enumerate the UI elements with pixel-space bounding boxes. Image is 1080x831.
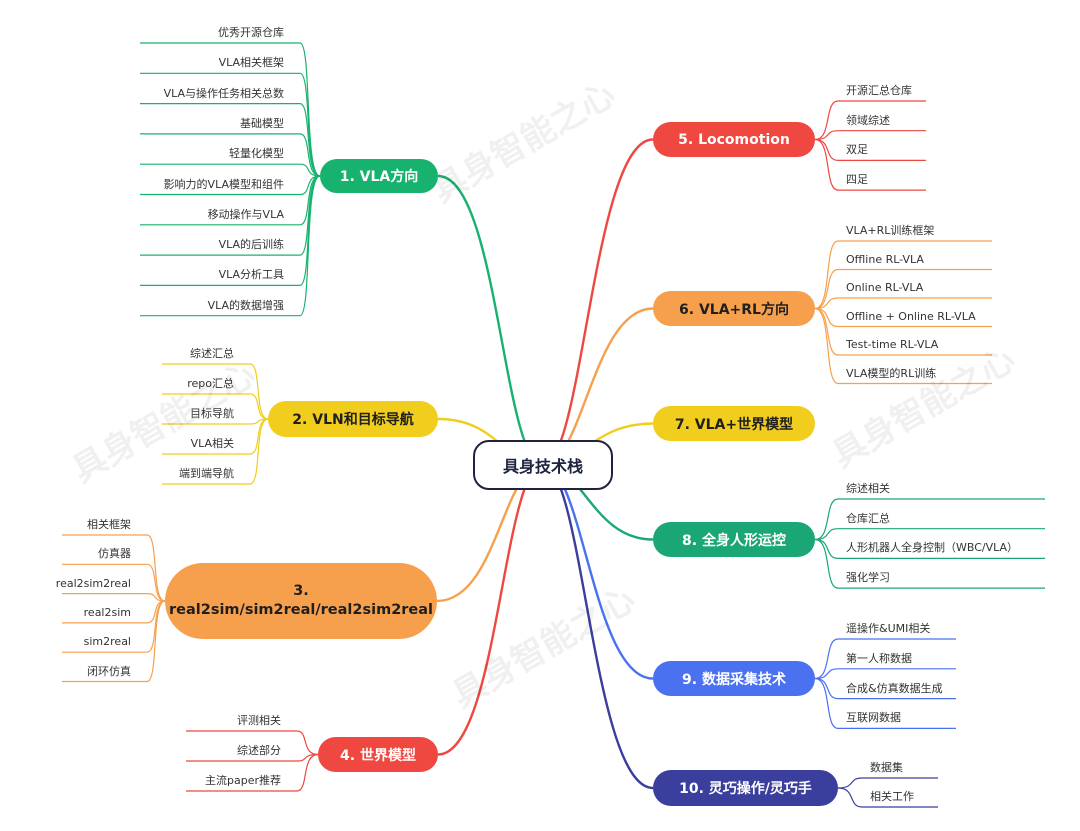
leaf-link xyxy=(814,240,992,310)
leaf-link xyxy=(162,418,269,425)
leaf-link xyxy=(162,393,269,420)
leaf-link xyxy=(140,133,321,177)
leaf-item[interactable]: 综述部分 xyxy=(237,744,281,757)
leaf-link xyxy=(814,307,992,385)
leaf-item[interactable]: Offline RL-VLA xyxy=(846,252,924,266)
branch-link xyxy=(542,463,654,790)
leaf-item[interactable]: 目标导航 xyxy=(190,407,234,420)
leaf-link xyxy=(814,638,956,680)
leaf-item[interactable]: 综述汇总 xyxy=(190,347,234,360)
branch-node-vln[interactable]: 2. VLN和目标导航 xyxy=(268,401,438,437)
leaf-item[interactable]: 仓库汇总 xyxy=(846,511,890,525)
leaf-item[interactable]: VLA与操作任务相关总数 xyxy=(163,86,284,100)
leaf-link xyxy=(837,787,938,808)
leaf-link xyxy=(62,563,166,602)
leaf-link xyxy=(814,138,926,161)
leaf-link xyxy=(814,100,926,141)
branch-link xyxy=(542,138,654,467)
leaf-item[interactable]: VLA的数据增强 xyxy=(207,298,284,312)
leaf-item[interactable]: 影响力的VLA模型和组件 xyxy=(163,177,284,191)
leaf-link xyxy=(814,130,926,141)
leaf-link xyxy=(814,677,956,729)
branch-link xyxy=(437,174,544,467)
leaf-item[interactable]: Test-time RL-VLA xyxy=(846,338,939,351)
leaf-link xyxy=(162,363,269,420)
leaf-link xyxy=(814,668,956,680)
leaf-link xyxy=(162,418,269,485)
leaf-item[interactable]: 开源汇总仓库 xyxy=(846,84,912,97)
leaf-item[interactable]: 领域综述 xyxy=(846,113,890,127)
leaf-link xyxy=(140,175,321,317)
leaf-item[interactable]: VLA的后训练 xyxy=(218,238,284,252)
leaf-item[interactable]: Online RL-VLA xyxy=(846,281,924,294)
leaf-item[interactable]: 闭环仿真 xyxy=(87,664,131,678)
branch-node-data-collection[interactable]: 9. 数据采集技术 xyxy=(653,661,815,696)
leaf-item[interactable]: 互联网数据 xyxy=(846,711,901,725)
leaf-link xyxy=(140,72,321,177)
branch-node-locomotion[interactable]: 5. Locomotion xyxy=(653,122,815,157)
leaf-item[interactable]: real2sim xyxy=(83,605,131,619)
leaf-item[interactable]: VLA模型的RL训练 xyxy=(846,366,937,380)
leaf-item[interactable]: 四足 xyxy=(846,173,868,187)
leaf-item[interactable]: 轻量化模型 xyxy=(229,147,284,161)
leaf-item[interactable]: VLA+RL训练框架 xyxy=(846,224,935,237)
leaf-item[interactable]: 双足 xyxy=(846,143,868,157)
leaf-item[interactable]: 遥操作&UMI相关 xyxy=(846,622,931,635)
leaf-link xyxy=(140,163,321,177)
leaf-link xyxy=(814,297,992,310)
branch-node-vla-rl[interactable]: 6. VLA+RL方向 xyxy=(653,291,815,326)
leaf-item[interactable]: 人形机器人全身控制（WBC/VLA） xyxy=(846,541,1019,555)
leaf-item[interactable]: 相关框架 xyxy=(87,518,131,531)
leaf-item[interactable]: 优秀开源仓库 xyxy=(218,26,284,39)
branch-node-dexterous[interactable]: 10. 灵巧操作/灵巧手 xyxy=(653,770,838,806)
branch-node-world-model[interactable]: 4. 世界模型 xyxy=(318,737,438,772)
branch-link xyxy=(542,463,654,680)
leaf-link xyxy=(140,175,321,226)
leaf-item[interactable]: real2sim2real xyxy=(55,576,131,590)
branch-node-vla[interactable]: 1. VLA方向 xyxy=(320,159,438,193)
leaf-link xyxy=(140,42,321,177)
leaf-link xyxy=(814,268,992,310)
leaf-link xyxy=(186,730,319,756)
leaf-item[interactable]: 数据集 xyxy=(870,761,903,774)
leaf-link xyxy=(140,175,321,196)
leaf-item[interactable]: 端到端导航 xyxy=(179,467,234,480)
leaf-item[interactable]: 移动操作与VLA xyxy=(207,207,284,221)
leaf-item[interactable]: Offline + Online RL-VLA xyxy=(846,309,976,323)
leaf-link xyxy=(837,777,938,789)
leaf-link xyxy=(814,138,926,191)
leaf-link xyxy=(814,307,992,356)
leaf-item[interactable]: 合成&仿真数据生成 xyxy=(846,681,943,695)
branch-node-humanoid[interactable]: 8. 全身人形运控 xyxy=(653,522,815,557)
leaf-item[interactable]: VLA相关 xyxy=(190,437,234,450)
leaf-item[interactable]: 第一人称数据 xyxy=(846,651,912,665)
leaf-item[interactable]: 仿真器 xyxy=(98,547,131,561)
leaf-item[interactable]: 相关工作 xyxy=(870,790,914,803)
branch-link xyxy=(437,463,544,756)
leaf-item[interactable]: 基础模型 xyxy=(240,116,284,130)
leaf-link xyxy=(186,753,319,792)
leaf-item[interactable]: 主流paper推荐 xyxy=(205,774,281,787)
branch-node-real2sim[interactable]: 3. real2sim/sim2real/real2sim2real xyxy=(165,563,437,639)
leaf-link xyxy=(62,600,166,683)
leaf-link xyxy=(814,538,1045,589)
branch-node-vla-world[interactable]: 7. VLA+世界模型 xyxy=(653,406,815,441)
leaf-item[interactable]: VLA分析工具 xyxy=(218,268,284,282)
leaf-item[interactable]: 综述相关 xyxy=(846,482,890,495)
leaf-link xyxy=(186,753,319,762)
leaf-link xyxy=(814,528,1045,541)
leaf-link xyxy=(140,103,321,177)
leaf-item[interactable]: repo汇总 xyxy=(187,377,234,390)
leaf-item[interactable]: sim2real xyxy=(83,635,131,649)
leaf-item[interactable]: 评测相关 xyxy=(237,714,281,727)
leaf-link xyxy=(814,498,1045,541)
leaf-item[interactable]: 强化学习 xyxy=(846,571,890,585)
leaf-link xyxy=(62,593,166,602)
center-node[interactable]: 具身技术栈 xyxy=(473,440,613,490)
leaf-link xyxy=(62,534,166,602)
leaf-item[interactable]: VLA相关框架 xyxy=(218,56,284,70)
leaf-link xyxy=(62,600,166,653)
